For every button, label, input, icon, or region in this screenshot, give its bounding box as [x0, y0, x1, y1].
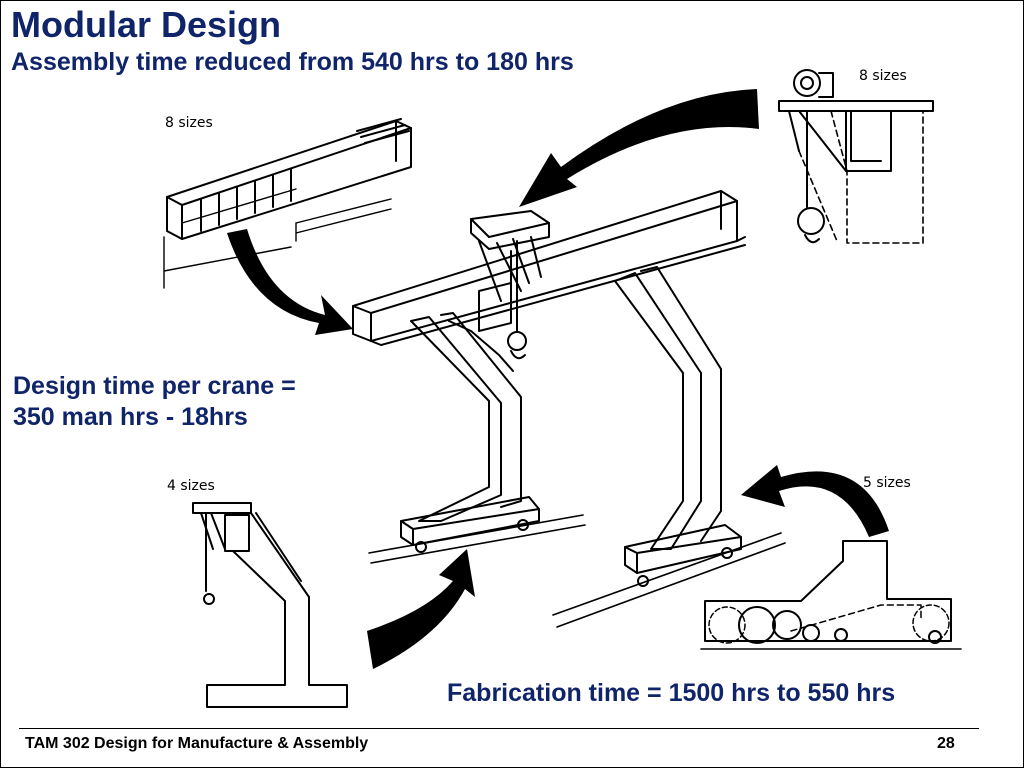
footer-page-number: 28	[937, 735, 955, 752]
slide-title: Modular Design	[11, 4, 282, 45]
design-time-note: Design time per crane = 350 man hrs - 18…	[13, 371, 296, 433]
girder-module-drawing	[163, 118, 412, 289]
design-time-line-1: Design time per crane =	[13, 372, 296, 400]
assembly-arrows	[227, 89, 889, 669]
arrow-leg-to-crane	[367, 549, 475, 669]
trolley-module-drawing	[778, 69, 934, 244]
footer-course-title: TAM 302 Design for Manufacture & Assembl…	[25, 735, 369, 752]
design-time-line-2: 350 man hrs - 18hrs	[13, 403, 248, 431]
bogie-module-drawing	[700, 540, 962, 650]
arrow-girder-to-crane	[227, 229, 353, 335]
gantry-crane-drawing	[352, 190, 786, 628]
arrow-bogie-to-crane	[741, 465, 889, 537]
slide-subtitle: Assembly time reduced from 540 hrs to 18…	[11, 48, 574, 76]
footer-divider	[19, 728, 979, 729]
leg-module-drawing	[192, 502, 348, 708]
fabrication-time-note: Fabrication time = 1500 hrs to 550 hrs	[447, 679, 896, 707]
leg-size-label: 4 sizes	[167, 478, 215, 494]
girder-size-label: 8 sizes	[165, 115, 213, 131]
trolley-size-label: 8 sizes	[859, 68, 907, 84]
arrow-trolley-to-crane	[519, 89, 759, 207]
bogie-size-label: 5 sizes	[863, 475, 911, 491]
